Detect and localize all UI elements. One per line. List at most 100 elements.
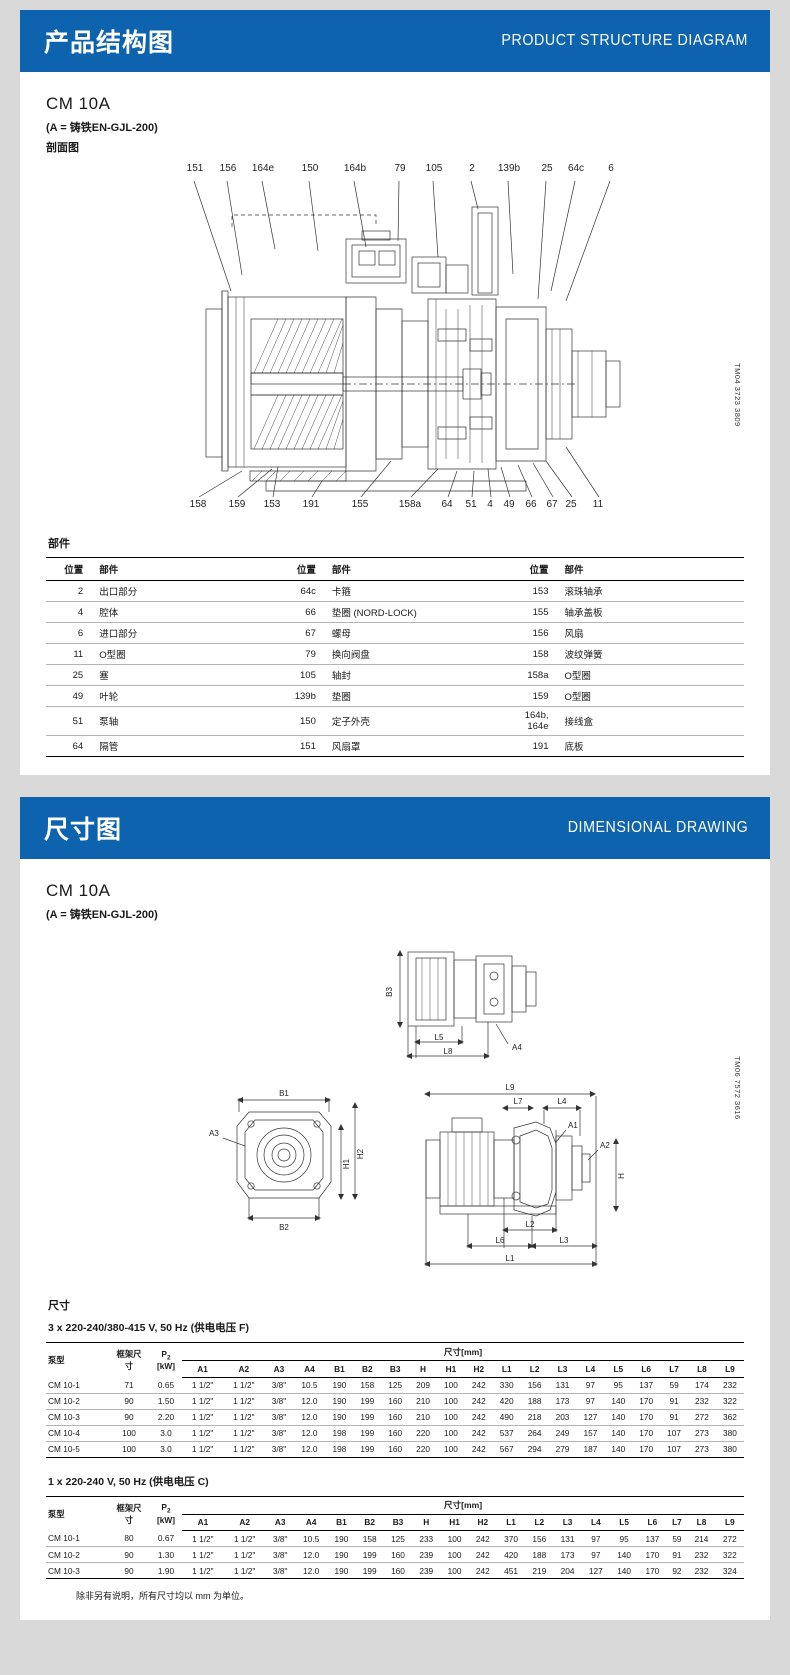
dim-col-b2: B2 <box>353 1360 382 1378</box>
dim-value-cell: 170 <box>632 1441 661 1458</box>
parts-col-pos-3: 位置 <box>511 557 563 581</box>
dim-value-cell: 97 <box>576 1377 605 1394</box>
part-name: 螺母 <box>329 622 512 644</box>
dim-value-cell: 1.90 <box>150 1562 182 1579</box>
svg-text:H2: H2 <box>356 1148 365 1159</box>
col-frame-size-1: 框架尺寸 <box>108 1342 150 1377</box>
part-name: 定子外壳 <box>329 706 512 736</box>
dim-value-cell: 322 <box>715 1393 744 1410</box>
callout-top-9: 25 <box>541 163 553 174</box>
dim-col-b2: B2 <box>355 1514 384 1531</box>
dim-value-cell: 157 <box>576 1425 605 1442</box>
dim-value-cell: 239 <box>412 1562 441 1579</box>
dim-value-cell: 95 <box>609 1530 639 1547</box>
dim-col-l4: L4 <box>581 1514 610 1531</box>
section-dimensional-body: CM 10A (A = 铸铁EN-GJL-200) <box>20 859 770 1620</box>
dim-value-cell: 71 <box>108 1377 150 1394</box>
dim-col-b1: B1 <box>327 1514 356 1531</box>
dim-value-cell: 90 <box>108 1409 150 1426</box>
dim-value-cell: 3/8" <box>264 1377 294 1394</box>
page-bottom-spacer <box>0 1620 790 1650</box>
svg-text:B2: B2 <box>279 1223 289 1232</box>
dim-value-cell: 239 <box>412 1546 441 1563</box>
part-name: 风扇 <box>562 622 744 644</box>
banner-title-en-2: DIMENSIONAL DRAWING <box>567 819 748 836</box>
pump-model-cell: CM 10-1 <box>46 1530 108 1547</box>
dim-value-cell: 199 <box>355 1562 384 1579</box>
pump-model-cell: CM 10-4 <box>46 1425 108 1442</box>
svg-text:L5: L5 <box>435 1033 444 1042</box>
dim-col-a2: A2 <box>223 1514 266 1531</box>
part-position: 150 <box>278 706 330 736</box>
section-gap <box>0 775 790 797</box>
dim-value-cell: 100 <box>437 1441 465 1458</box>
page-top-spacer <box>0 0 790 10</box>
dim-value-cell: 12.0 <box>293 1425 326 1442</box>
dim-value-cell: 242 <box>464 1441 493 1458</box>
dim-col-l3: L3 <box>553 1514 582 1531</box>
section-banner-dimensional: 尺寸图 DIMENSIONAL DRAWING <box>20 797 770 859</box>
dim-value-cell: 1 1/2" <box>223 1562 266 1579</box>
dim-value-cell: 242 <box>464 1393 493 1410</box>
part-name: O型圈 <box>562 685 744 707</box>
part-name: 卡箍 <box>329 580 512 602</box>
parts-col-name-1: 部件 <box>97 557 279 581</box>
dim-value-cell: 107 <box>660 1425 689 1442</box>
dim-value-cell: 199 <box>353 1409 382 1426</box>
svg-text:L4: L4 <box>558 1097 567 1106</box>
dim-col-l8: L8 <box>688 1360 716 1378</box>
dim-value-cell: 3/8" <box>265 1562 295 1579</box>
dim-col-a2: A2 <box>223 1360 265 1378</box>
dim-value-cell: 160 <box>383 1546 413 1563</box>
dim-value-cell: 220 <box>409 1441 437 1458</box>
col-pump-type-2: 泵型 <box>46 1495 108 1531</box>
callout-bottom-3: 191 <box>302 499 320 510</box>
dim-value-cell: 242 <box>464 1377 493 1394</box>
dim-value-cell: 1 1/2" <box>182 1546 224 1563</box>
dim-value-cell: 187 <box>576 1441 605 1458</box>
dim-value-cell: 100 <box>108 1441 150 1458</box>
callout-bottom-13: 11 <box>592 499 604 510</box>
dim-value-cell: 1.30 <box>150 1546 182 1563</box>
dim-value-cell: 490 <box>492 1409 521 1426</box>
dim-value-cell: 140 <box>604 1425 633 1442</box>
part-name: 接线盒 <box>562 706 744 736</box>
dim-value-cell: 100 <box>440 1562 469 1579</box>
pump-model-cell: CM 10-1 <box>46 1377 108 1394</box>
dim-value-cell: 190 <box>325 1393 354 1410</box>
dim-col-l6: L6 <box>638 1514 667 1531</box>
dim-value-cell: 3/8" <box>264 1409 294 1426</box>
dim-value-cell: 1 1/2" <box>182 1409 224 1426</box>
dim-value-cell: 140 <box>604 1409 633 1426</box>
dim-col-l5: L5 <box>609 1514 639 1531</box>
dim-value-cell: 173 <box>553 1546 582 1563</box>
callout-bottom-9: 49 <box>503 499 515 510</box>
col-group-dimensions-2: 尺寸[mm] <box>182 1495 744 1515</box>
callout-bottom-11: 67 <box>546 499 558 510</box>
page-title: CM 10A <box>46 94 111 113</box>
tm-code-structure: TM04 3723 3809 <box>733 363 742 427</box>
pump-model-cell: CM 10-3 <box>46 1409 108 1426</box>
dim-value-cell: 294 <box>520 1441 549 1458</box>
dim-value-cell: 1 1/2" <box>223 1546 266 1563</box>
callout-bottom-4: 155 <box>351 499 369 510</box>
dim-value-cell: 127 <box>576 1409 605 1426</box>
dim-value-cell: 203 <box>548 1409 577 1426</box>
part-position: 158a <box>511 664 563 686</box>
dim-value-cell: 273 <box>688 1441 716 1458</box>
svg-text:L8: L8 <box>444 1047 453 1056</box>
part-position: 158 <box>511 643 563 665</box>
banner-title-cn-2: 尺寸图 <box>44 816 123 844</box>
dim-col-b3: B3 <box>381 1360 410 1378</box>
